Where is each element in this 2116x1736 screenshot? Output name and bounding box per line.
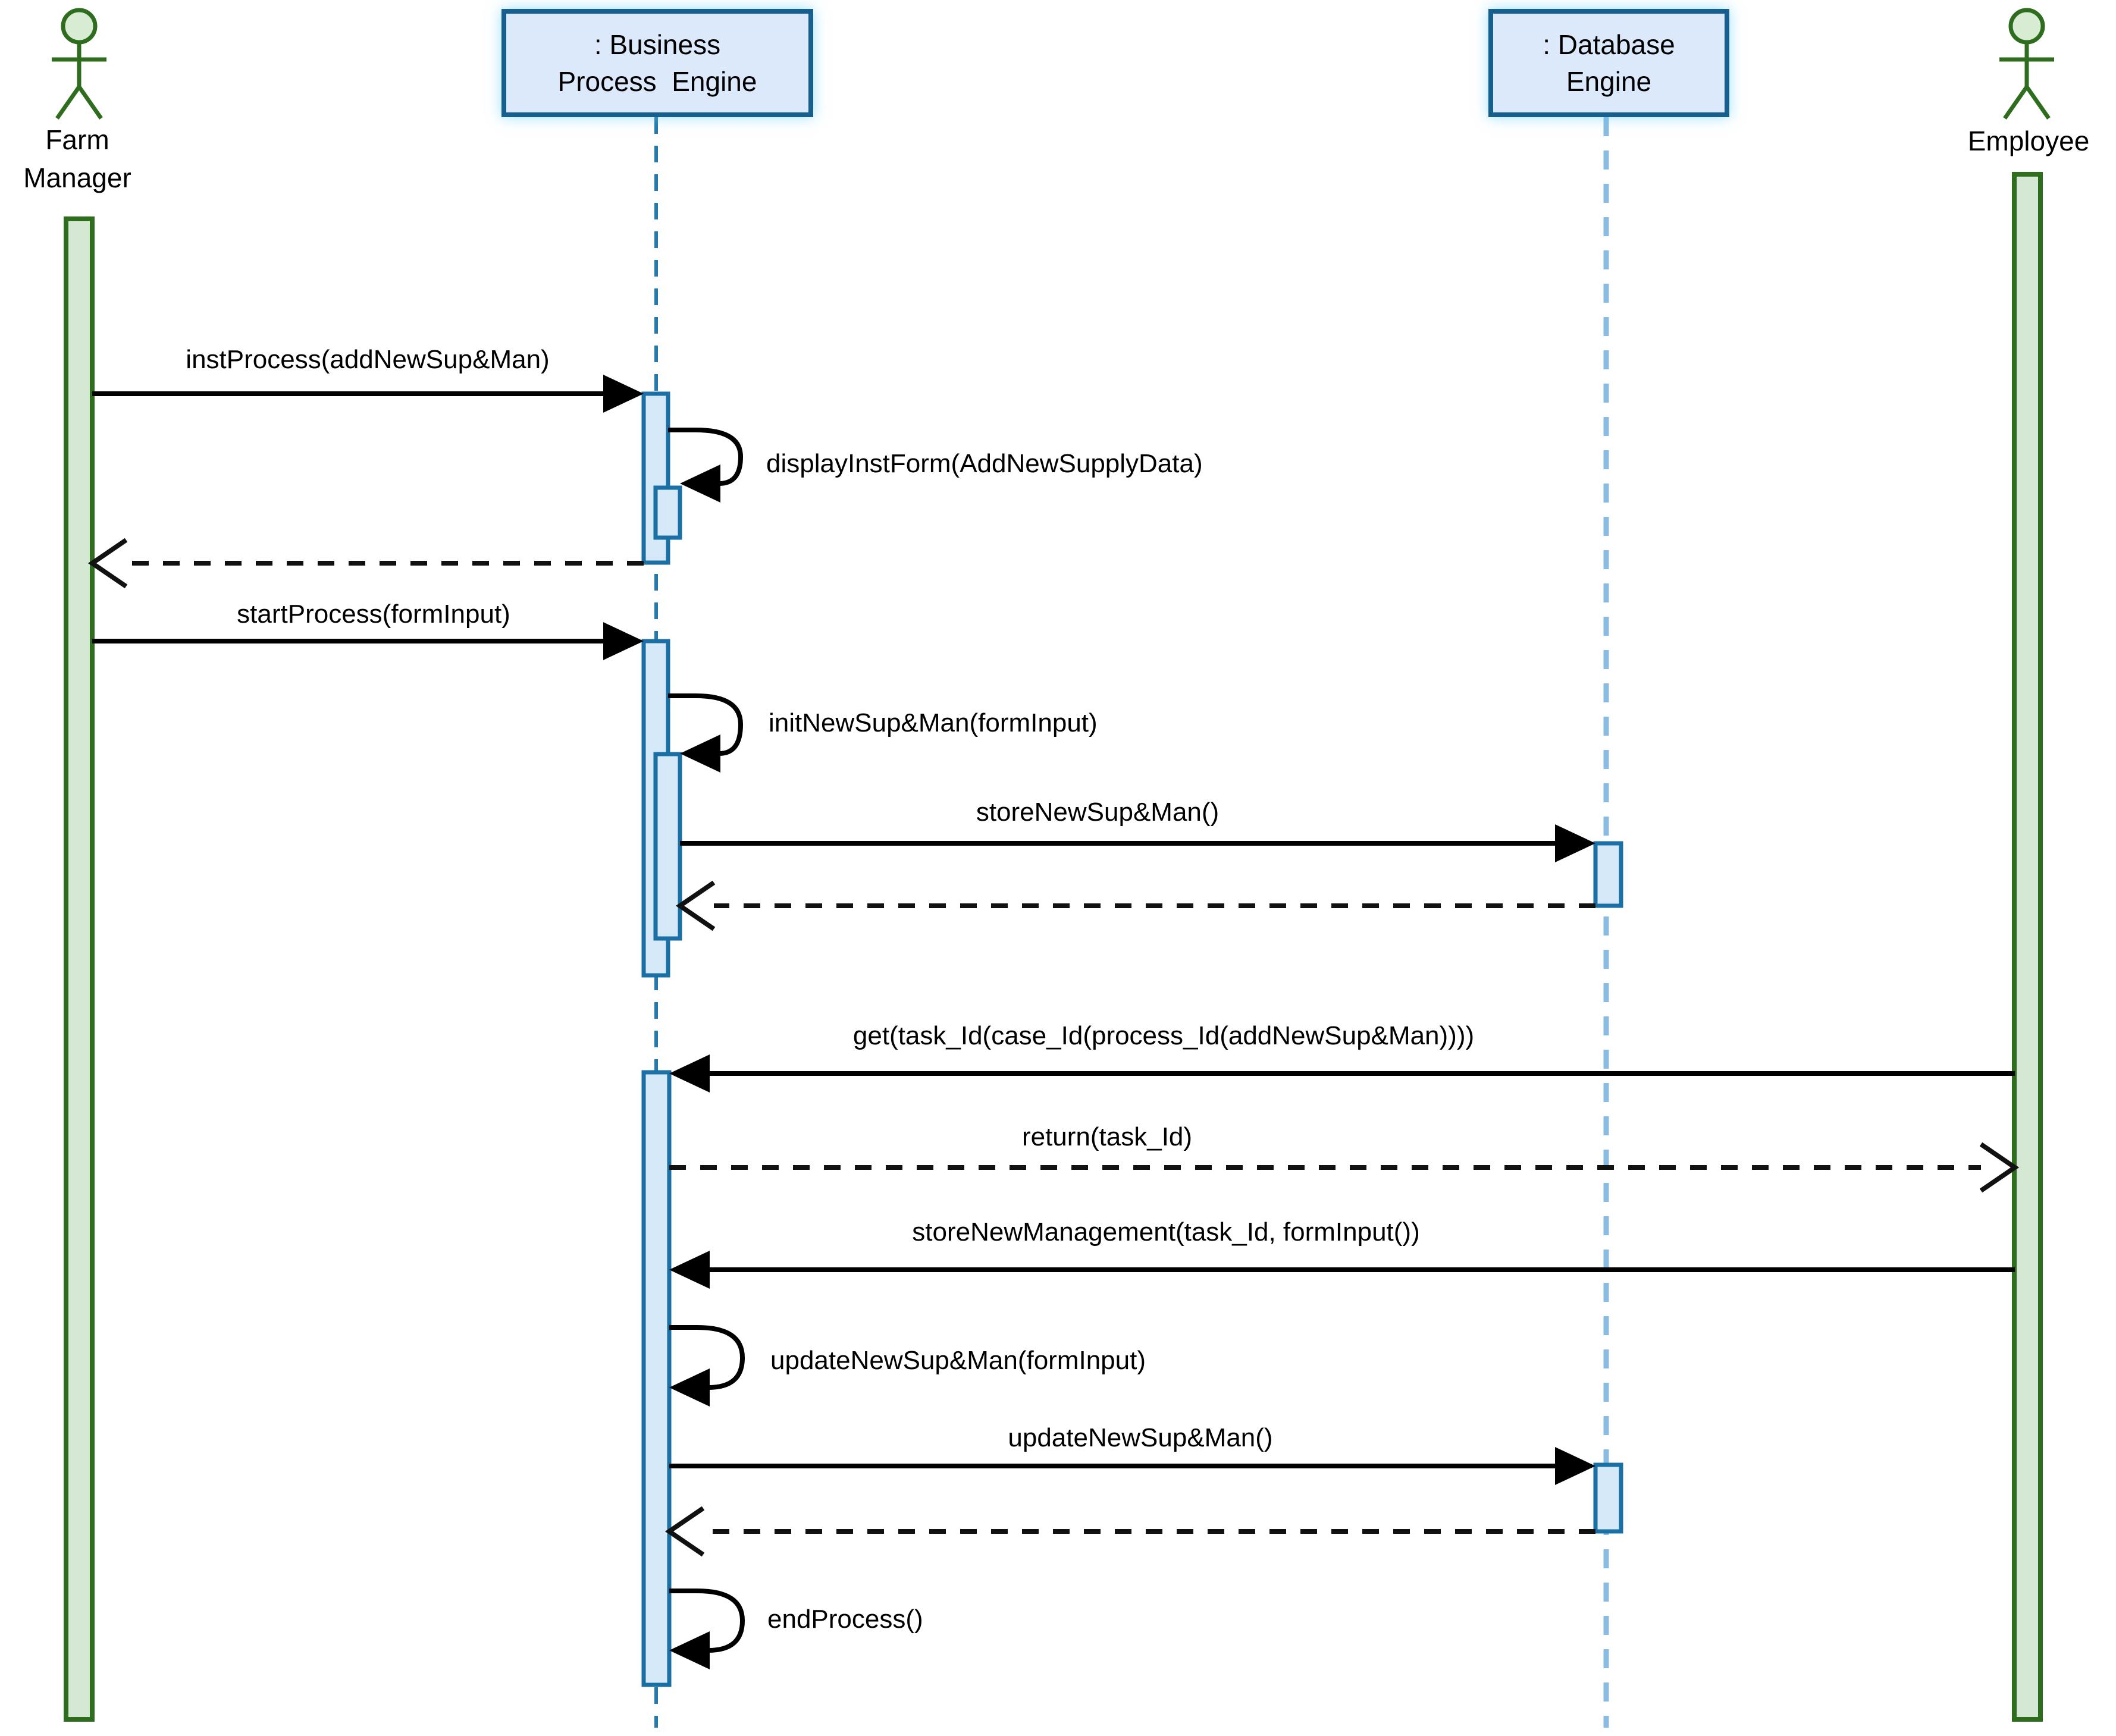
object-business-process-engine: : Business Process Engine bbox=[501, 9, 813, 117]
object-label-line: : Business bbox=[594, 29, 721, 60]
message-return-from-db-2 bbox=[664, 1506, 1595, 1557]
arrowhead-icon bbox=[603, 622, 644, 660]
db-activation-1 bbox=[1593, 841, 1623, 908]
actor-leg-left bbox=[55, 85, 81, 120]
open-arrowhead-icon bbox=[675, 880, 716, 931]
employee-actor-icon bbox=[1999, 8, 2054, 120]
actor-leg-right bbox=[2025, 85, 2051, 120]
open-arrowhead-icon bbox=[87, 538, 128, 589]
bpe-activation-1-nested bbox=[653, 485, 682, 540]
message-label-updateNewSupMan-forminput: updateNewSup&Man(formInput) bbox=[770, 1346, 1146, 1375]
open-arrowhead-icon bbox=[1979, 1142, 2020, 1193]
db-activation-2 bbox=[1593, 1462, 1623, 1534]
message-label-updateNewSupMan: updateNewSup&Man() bbox=[1008, 1423, 1273, 1452]
message-startProcess-arrow bbox=[92, 622, 644, 660]
arrowhead-icon bbox=[669, 1368, 710, 1407]
message-label-displayInstForm: displayInstForm(AddNewSupplyData) bbox=[766, 449, 1203, 478]
farm-manager-actor-icon bbox=[52, 8, 106, 120]
open-arrowhead-icon bbox=[664, 1506, 705, 1557]
message-endProcess-self-arrow bbox=[669, 1589, 745, 1669]
message-displayInstForm-self-arrow bbox=[668, 428, 744, 503]
object-database-engine: : Database Engine bbox=[1488, 9, 1729, 117]
message-label-endProcess: endProcess() bbox=[767, 1605, 923, 1634]
object-label-line: : Database bbox=[1543, 29, 1675, 60]
message-label-instProcess: instProcess(addNewSup&Man) bbox=[186, 345, 550, 374]
message-label-get-taskid: get(task_Id(case_Id(process_Id(addNewSup… bbox=[852, 1021, 1475, 1050]
message-instProcess-arrow bbox=[92, 375, 644, 413]
employee-activation-bar bbox=[2012, 172, 2043, 1722]
message-storeNewSupMan-arrow bbox=[680, 824, 1595, 862]
actor-leg-left bbox=[2003, 85, 2029, 120]
object-label-line: Engine bbox=[1566, 66, 1652, 97]
farm-manager-activation-bar bbox=[64, 216, 95, 1722]
arrowhead-icon bbox=[680, 464, 720, 503]
message-return-from-db-1 bbox=[675, 880, 1595, 931]
arrowhead-icon bbox=[680, 734, 720, 773]
message-updateNewSupMan-self-arrow bbox=[669, 1325, 745, 1407]
actor-head bbox=[61, 8, 98, 45]
arrowhead-icon bbox=[1555, 1447, 1595, 1485]
actor-head bbox=[2008, 8, 2045, 45]
farm-manager-label: Farm Manager bbox=[23, 121, 131, 197]
bpe-activation-3 bbox=[641, 1070, 672, 1687]
bpe-activation-2-nested bbox=[653, 752, 682, 941]
message-label-return-taskid: return(task_Id) bbox=[1021, 1122, 1193, 1151]
actor-label-line: Employee bbox=[1967, 125, 2090, 156]
actor-label-line: Farm bbox=[45, 124, 109, 155]
actor-leg-right bbox=[77, 85, 103, 120]
message-storeNewManagement-arrow bbox=[669, 1251, 2015, 1289]
message-return-taskid-arrow bbox=[669, 1142, 2020, 1193]
message-label-storeNewSupMan: storeNewSup&Man() bbox=[976, 798, 1220, 827]
message-label-storeNewManagement: storeNewManagement(task_Id, formInput()) bbox=[912, 1217, 1420, 1247]
object-label-line: Process Engine bbox=[557, 66, 757, 97]
message-label-initNewSupMan: initNewSup&Man(formInput) bbox=[769, 708, 1098, 737]
message-updateNewSupMan-db-arrow bbox=[669, 1447, 1595, 1485]
employee-label: Employee bbox=[1968, 122, 2090, 160]
message-return-to-farm-manager bbox=[87, 538, 644, 589]
arrowhead-icon bbox=[669, 1054, 710, 1093]
message-label-startProcess: startProcess(formInput) bbox=[237, 599, 510, 629]
arrowhead-icon bbox=[669, 1251, 710, 1289]
actor-label-line: Manager bbox=[23, 162, 131, 193]
arrowhead-icon bbox=[1555, 824, 1595, 862]
message-initNewSupMan-self-arrow bbox=[668, 693, 744, 773]
arrowhead-icon bbox=[603, 375, 644, 413]
arrowhead-icon bbox=[669, 1631, 710, 1669]
message-get-taskid-arrow bbox=[669, 1054, 2015, 1093]
